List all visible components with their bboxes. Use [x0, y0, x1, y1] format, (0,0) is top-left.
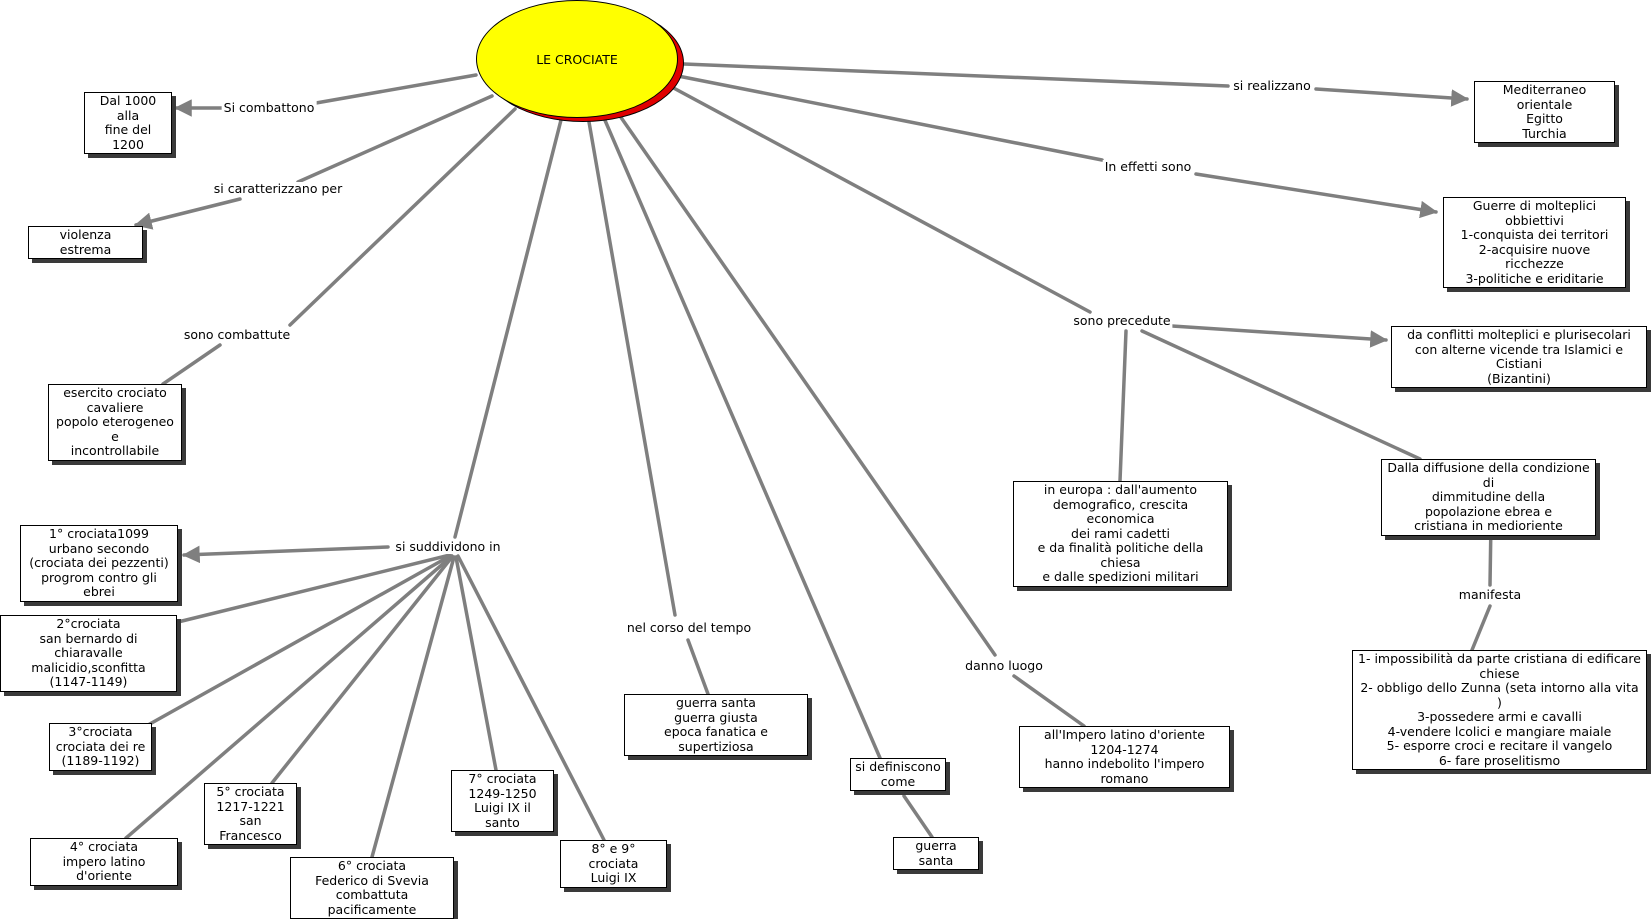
edge-caratterizzano-violenza: [134, 197, 242, 230]
edge-central-combattono: [314, 73, 478, 105]
link-si-realizzano[interactable]: si realizzano: [1231, 78, 1313, 93]
edge-precedute-europa: [1118, 329, 1128, 483]
link-sono-precedute[interactable]: sono precedute: [1071, 313, 1173, 328]
concept-crociata6[interactable]: 6° crociata Federico di Svevia combattut…: [290, 857, 454, 919]
edge-combattute-esercito: [161, 343, 222, 386]
central-concept[interactable]: LE CROCIATE: [476, 0, 684, 122]
edge-suddividono-c1: [182, 545, 390, 564]
edge-central-tempo: [587, 120, 677, 617]
edge-central-caratterizzano: [296, 94, 494, 184]
edge-central-effetti: [676, 74, 1104, 162]
edge-central-realizzano: [682, 62, 1230, 88]
link-si-combattono[interactable]: Si combattono: [221, 100, 317, 115]
edge-precedute-conflitti: [1170, 324, 1388, 348]
concept-esercito[interactable]: esercito crociato cavaliere popolo etero…: [48, 384, 182, 461]
concept-dimmitudine[interactable]: Dalla diffusione della condizione di dim…: [1381, 459, 1596, 536]
concept-guerra-tempo[interactable]: guerra santa guerra giusta epoca fanatic…: [624, 694, 808, 756]
concept-periodo[interactable]: Dal 1000 alla fine del 1200: [84, 92, 172, 154]
edge-effetti-guerre: [1194, 172, 1438, 219]
concept-crociata3[interactable]: 3°crociata crociata dei re (1189-1192): [49, 723, 152, 771]
edge-suddividono-c6: [370, 555, 456, 859]
link-danno-luogo[interactable]: danno luogo: [963, 658, 1045, 673]
edge-suddividono-c2: [176, 553, 452, 624]
edge-central-precedute: [653, 76, 1092, 314]
concept-crociata1[interactable]: 1° crociata1099 urbano secondo (crociata…: [20, 525, 178, 602]
concept-impero-latino[interactable]: all'Impero latino d'oriente 1204-1274 ha…: [1019, 726, 1230, 788]
central-concept-title[interactable]: LE CROCIATE: [476, 0, 678, 118]
link-nel-corso-del-tempo[interactable]: nel corso del tempo: [624, 620, 754, 635]
edge-suddividono-c3: [146, 554, 452, 727]
concept-crociata89[interactable]: 8° e 9° crociata Luigi IX: [560, 840, 667, 888]
concept-guerre[interactable]: Guerre di molteplici obbiettivi 1-conqui…: [1443, 197, 1626, 288]
concept-europa[interactable]: in europa : dall'aumento demografico, cr…: [1013, 481, 1228, 587]
link-si-definiscono[interactable]: si definiscono come: [850, 758, 946, 791]
edge-suddividono-c5: [270, 555, 454, 785]
edge-manifesta-impossibilita: [1470, 604, 1492, 652]
edge-suddividono-c89: [456, 554, 606, 842]
edge-precedute-dimmitudine: [1140, 329, 1422, 461]
edge-central-combattute: [288, 107, 517, 327]
edge-central-definiscono: [602, 116, 882, 760]
edge-realizzano-luoghi: [1314, 87, 1469, 107]
concept-violenza[interactable]: violenza estrema: [28, 226, 143, 259]
concept-guerra-santa[interactable]: guerra santa: [893, 837, 979, 870]
link-si-suddividono[interactable]: si suddividono in: [393, 539, 503, 554]
link-si-caratterizzano[interactable]: si caratterizzano per: [211, 181, 345, 196]
edge-suddividono-c4: [124, 554, 454, 840]
concept-crociata2[interactable]: 2°crociata san bernardo di chiaravalle m…: [0, 615, 177, 692]
edge-central-suddividono: [453, 118, 563, 539]
concept-crociata4[interactable]: 4° crociata impero latino d'oriente: [30, 838, 178, 886]
concept-conflitti[interactable]: da conflitti molteplici e plurisecolari …: [1391, 326, 1647, 388]
edge-central-danno: [618, 114, 997, 657]
concept-crociata7[interactable]: 7° crociata 1249-1250 Luigi IX il santo: [451, 770, 554, 832]
edge-tempo-guerra: [686, 638, 710, 696]
link-in-effetti-sono[interactable]: In effetti sono: [1102, 159, 1194, 174]
link-manifesta[interactable]: manifesta: [1456, 587, 1524, 602]
concept-impossibilita[interactable]: 1- impossibilità da parte cristiana di e…: [1352, 650, 1647, 770]
link-sono-combattute[interactable]: sono combattute: [181, 327, 293, 342]
edge-suddividono-c7: [454, 555, 498, 772]
concept-luoghi[interactable]: Mediterraneo orientale Egitto Turchia: [1474, 81, 1615, 143]
edge-danno-impero: [1012, 674, 1086, 728]
edge-definiscono-santa: [902, 794, 934, 839]
concept-crociata5[interactable]: 5° crociata 1217-1221 san Francesco: [204, 783, 297, 845]
